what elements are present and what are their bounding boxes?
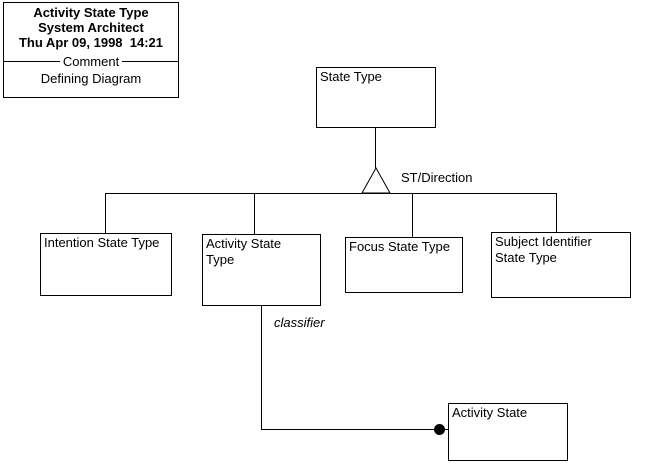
subtype-discriminator-label: ST/Direction [401,170,473,185]
diagram-timestamp: Thu Apr 09, 1998 14:21 [18,35,164,50]
connector-drop-activity-state-type [254,193,255,234]
inheritance-triangle-icon [361,167,391,194]
divider-line-left [4,61,60,62]
tool-name: System Architect [38,20,144,35]
comment-divider: Comment [4,54,179,69]
node-focus-state-type[interactable]: Focus State Type [345,237,463,293]
node-intention-state-type-label: Intention State Type [44,235,160,250]
node-state-type-label: State Type [320,69,382,84]
node-focus-state-type-label: Focus State Type [349,239,450,254]
connector-subtype-bus [105,193,557,194]
connector-classifier-horizontal [261,429,448,430]
node-activity-state-type-label: Activity State Type [206,236,282,267]
comment-divider-label: Comment [62,54,120,69]
node-subject-identifier-state-type-label: Subject Identifier State Type [495,234,592,265]
filled-dot-terminator-icon [434,424,445,435]
defining-diagram-text: Defining Diagram [40,71,142,86]
connector-drop-focus [412,193,413,237]
node-state-type[interactable]: State Type [316,67,436,128]
node-subject-identifier-state-type[interactable]: Subject Identifier State Type [491,232,631,298]
classifier-label: classifier [274,315,325,330]
node-activity-state-label: Activity State [452,405,528,420]
connector-classifier-vertical [261,306,262,430]
connector-drop-intention [105,193,106,233]
connector-drop-subject-identifier [556,193,557,232]
node-activity-state-type[interactable]: Activity State Type [202,234,321,306]
diagram-title-block: Activity State Type System Architect Thu… [3,2,179,98]
divider-line-right [122,61,179,62]
connector-statetype-to-triangle [375,128,376,168]
node-activity-state[interactable]: Activity State [448,403,568,461]
node-intention-state-type[interactable]: Intention State Type [40,233,172,296]
diagram-title: Activity State Type [33,5,149,20]
